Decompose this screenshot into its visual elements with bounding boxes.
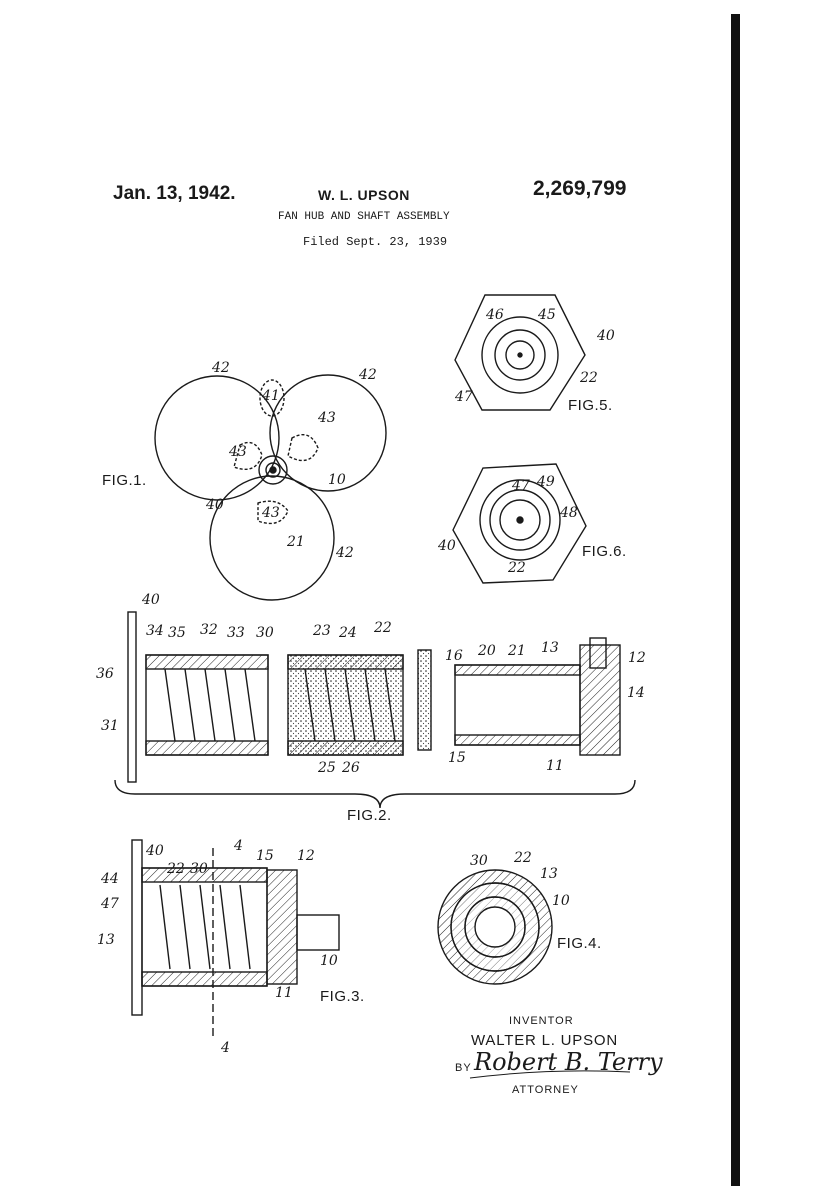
ref-label: 43: [262, 505, 280, 521]
inventor-name: WALTER L. UPSON: [471, 1032, 619, 1049]
ref-label: 30: [190, 861, 208, 877]
ref-label: 43: [229, 444, 247, 460]
ref-label: 25: [318, 760, 336, 776]
ref-label: 47: [512, 478, 530, 494]
ref-label: 21: [287, 534, 305, 550]
ref-label: 12: [297, 848, 315, 864]
ref-label: 15: [448, 750, 466, 766]
ref-label: 47: [455, 389, 473, 405]
patent-title: FAN HUB AND SHAFT ASSEMBLY: [278, 211, 450, 223]
fig3-label: FIG.3.: [320, 988, 365, 1005]
ref-label: 41: [262, 388, 280, 404]
ref-label: 11: [546, 758, 564, 774]
ref-label: 45: [538, 307, 556, 323]
ref-label: 4: [234, 838, 243, 854]
ref-label: 43: [318, 410, 336, 426]
ref-label: 13: [97, 932, 115, 948]
ref-label: 35: [168, 625, 186, 641]
filed-date: Filed Sept. 23, 1939: [303, 235, 448, 249]
ref-label: 42: [359, 367, 377, 383]
patent-number: 2,269,799: [533, 177, 627, 200]
ref-label: 10: [552, 893, 570, 909]
fig1-fan-drawing: [154, 374, 387, 601]
ref-label: 22: [374, 620, 392, 636]
ref-label: 20: [478, 643, 496, 659]
ref-label: 26: [342, 760, 360, 776]
attorney-label: ATTORNEY: [512, 1084, 579, 1096]
ref-label: 30: [470, 853, 488, 869]
ref-label: 33: [227, 625, 245, 641]
fig5-label: FIG.5.: [568, 397, 613, 414]
ref-label: 13: [540, 866, 558, 882]
fig5-drawing: [454, 294, 586, 411]
ref-label: 22: [167, 861, 185, 877]
ref-label: 49: [537, 474, 555, 490]
by-label: BY: [455, 1062, 472, 1074]
ref-label: 40: [438, 538, 456, 554]
ref-label: 40: [597, 328, 615, 344]
ref-label: 42: [212, 360, 230, 376]
ref-label: 30: [256, 625, 274, 641]
ref-label: 10: [328, 472, 346, 488]
ref-label: 40: [142, 592, 160, 608]
ref-label: 48: [560, 505, 578, 521]
ref-label: 40: [206, 497, 224, 513]
ref-label: 31: [101, 718, 119, 734]
ref-label: 11: [275, 985, 293, 1001]
ref-label: 23: [313, 623, 331, 639]
ref-label: 14: [627, 685, 645, 701]
ref-label: 24: [339, 625, 357, 641]
ref-label: 34: [146, 623, 164, 639]
ref-label: 16: [445, 648, 463, 664]
ref-label: 36: [96, 666, 114, 682]
page-edge-bar: [731, 14, 740, 1186]
ref-label: 47: [101, 896, 119, 912]
ref-label: 22: [514, 850, 532, 866]
fig2-label: FIG.2.: [347, 807, 392, 824]
fig2-drawing: [114, 611, 636, 809]
fig4-label: FIG.4.: [557, 935, 602, 952]
ref-label: 46: [486, 307, 504, 323]
ref-label: 10: [320, 953, 338, 969]
ref-label: 12: [628, 650, 646, 666]
ref-label: 44: [101, 871, 119, 887]
patent-date: Jan. 13, 1942.: [113, 183, 236, 204]
ref-label: 13: [541, 640, 559, 656]
fig6-drawing: [452, 463, 587, 584]
ref-label: 42: [336, 545, 354, 561]
ref-label: 4: [221, 1040, 230, 1056]
ref-label: 40: [146, 843, 164, 859]
fig6-label: FIG.6.: [582, 543, 627, 560]
ref-label: 32: [200, 622, 218, 638]
fig1-label: FIG.1.: [102, 472, 147, 489]
attorney-signature: Robert B. Terry: [474, 1048, 663, 1076]
ref-label: 22: [580, 370, 598, 386]
inventor-label: INVENTOR: [509, 1015, 574, 1027]
fig4-drawing: [437, 869, 553, 985]
inventor-header: W. L. UPSON: [318, 187, 410, 203]
fig3-drawing: [131, 839, 340, 1040]
ref-label: 15: [256, 848, 274, 864]
ref-label: 22: [508, 560, 526, 576]
ref-label: 21: [508, 643, 526, 659]
